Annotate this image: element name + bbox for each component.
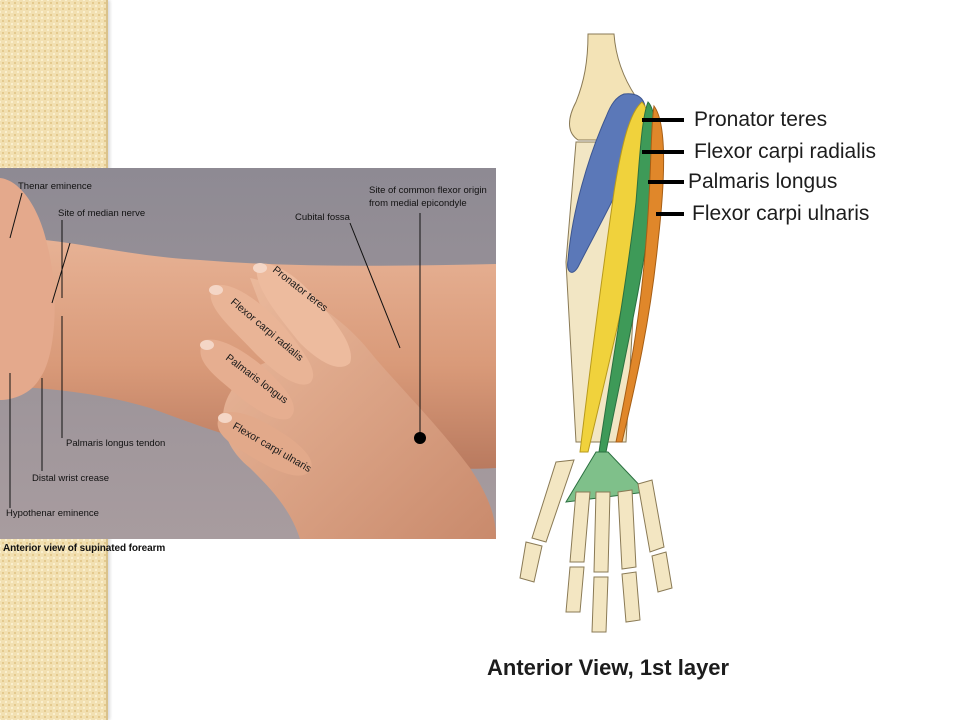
finger-little	[217, 412, 312, 476]
label-pronator-teres: Pronator teres	[694, 108, 827, 131]
label-palmaris-longus: Palmaris longus	[688, 170, 837, 193]
label-medial-epicondyle: from medial epicondyle	[369, 198, 467, 209]
anatomy-caption: Anterior View, 1st layer	[487, 655, 730, 680]
label-median-nerve: Site of median nerve	[58, 208, 145, 219]
fingernail	[218, 413, 232, 423]
flexor-carpi-ulnaris-muscle	[615, 104, 665, 443]
label-flexor-carpi-radialis: Flexor carpi radialis	[694, 140, 876, 163]
label-palmaris-longus-tendon: Palmaris longus tendon	[66, 438, 165, 449]
label-thenar-eminence: Thenar eminence	[18, 181, 92, 192]
forearm-photo: Thenar eminence Site of median nerve Cub…	[0, 168, 496, 539]
finger-ring	[200, 339, 294, 420]
label-hypothenar-eminence: Hypothenar eminence	[6, 508, 99, 519]
label-common-flexor-origin: Site of common flexor origin	[369, 185, 487, 196]
leader-lines	[9, 192, 421, 508]
finger-middle	[210, 284, 314, 385]
photo-caption: Anterior view of supinated forearm	[3, 543, 166, 554]
fingernail	[200, 340, 214, 350]
label-cubital-fossa: Cubital fossa	[295, 212, 351, 223]
label-distal-wrist-crease: Distal wrist crease	[32, 473, 109, 484]
medial-epicondyle-marker	[414, 432, 426, 444]
pointer-lines	[642, 118, 684, 216]
fingernail	[253, 263, 267, 273]
palm-shape	[0, 178, 55, 400]
forearm-anatomy-illustration: Pronator teres Flexor carpi radialis Pal…	[519, 33, 876, 633]
finger-index	[256, 263, 351, 367]
hand-bones	[519, 459, 673, 633]
label-flexor-carpi-ulnaris: Flexor carpi ulnaris	[692, 202, 869, 225]
fingernail	[209, 285, 223, 295]
